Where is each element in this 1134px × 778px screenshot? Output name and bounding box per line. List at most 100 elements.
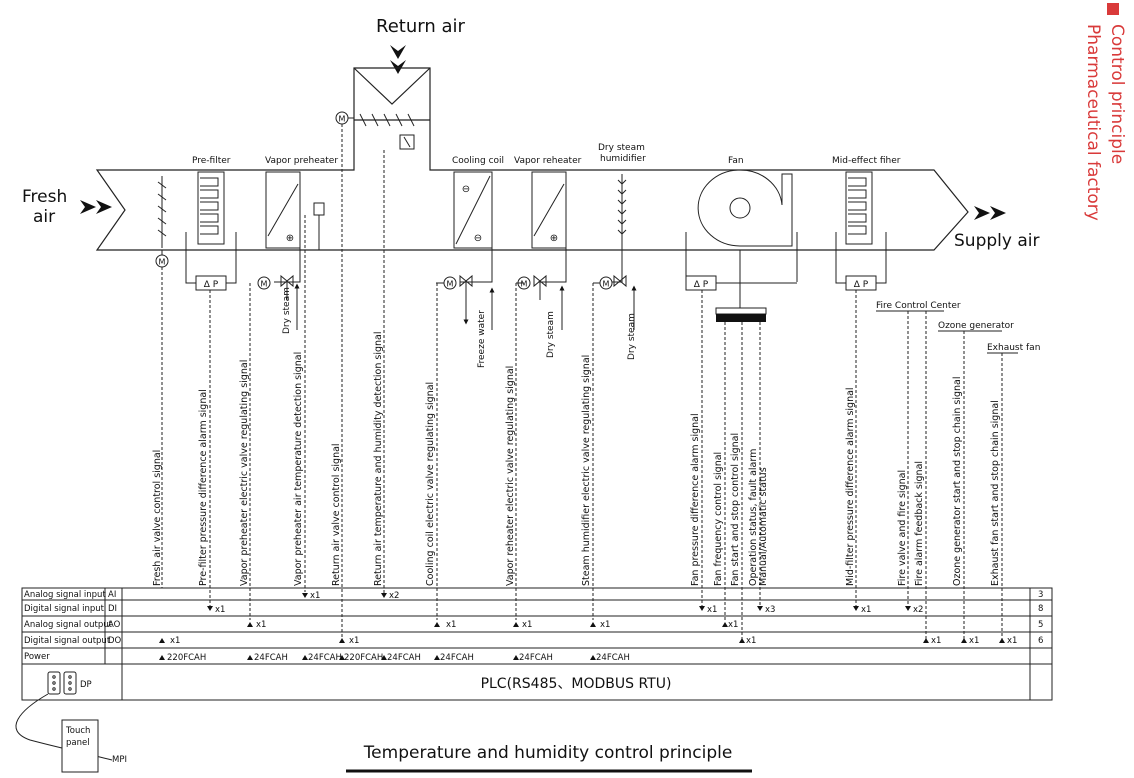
signal-label: Cooling coil electric valve regulating s… <box>425 382 436 586</box>
humidifier-label-1: Dry steam <box>598 143 645 153</box>
page-title: Temperature and humidity control princip… <box>363 743 733 763</box>
power-label: 220FCAH <box>344 653 383 663</box>
plus-symbol: ⊕ <box>550 233 558 244</box>
io-markers <box>159 593 1005 660</box>
dry-steam-pipe: Dry steam <box>282 287 292 334</box>
accent-square <box>1107 3 1119 15</box>
fan-controller <box>715 307 767 315</box>
signal-label: Fan pressure difference alarm signal <box>690 413 701 586</box>
power-labels: 220FCAH 24FCAH 24FCAH 220FCAH 24FCAH 24F… <box>167 653 630 663</box>
side-title: Control principle <box>1107 24 1127 164</box>
power-label: 220FCAH <box>167 653 206 663</box>
table-row-name: Digital signal input <box>24 604 105 614</box>
dp-label: Δ P <box>694 280 709 290</box>
dp-label: Δ P <box>204 280 219 290</box>
mid-effect-filter <box>835 171 887 284</box>
plc-label: PLC(RS485、MODBUS RTU) <box>481 676 672 692</box>
fresh-air-label-1: Fresh <box>22 187 67 207</box>
signal-labels: Fresh air valve control signal Pre-filte… <box>152 331 1001 586</box>
power-label: 24FCAH <box>519 653 553 663</box>
minus-symbol: ⊖ <box>474 233 482 244</box>
signal-label: Pre-filter pressure difference alarm sig… <box>198 389 209 586</box>
plus-symbol: ⊕ <box>286 233 294 244</box>
vapor-reheater-label: Vapor reheater <box>514 156 582 166</box>
count-do: x1 <box>746 636 756 646</box>
count-ao: x1 <box>256 620 266 630</box>
exhaust-label: Exhaust fan <box>987 343 1040 353</box>
table-row-code: DI <box>108 604 117 614</box>
table-row-code: DO <box>108 636 122 646</box>
cooling-coil-label: Cooling coil <box>452 156 504 166</box>
signal-label: Vapor preheater electric valve regulatin… <box>239 360 250 586</box>
minus-symbol: ⊖ <box>462 184 470 195</box>
vapor-preheater-label: Vapor preheater <box>265 156 338 166</box>
fan-label: Fan <box>728 156 744 166</box>
mid-effect-dp <box>845 275 877 291</box>
side-subtitle: Pharmaceutical factory <box>1083 24 1103 221</box>
dp-label: Δ P <box>854 280 869 290</box>
mpi-label: MPI <box>112 755 127 765</box>
table-row-total: 6 <box>1038 636 1043 646</box>
table-row-name: Digital signal output <box>24 636 111 646</box>
touch-panel-label-1: Touch <box>65 726 90 736</box>
return-air-arrow <box>390 45 406 74</box>
count-do: x1 <box>969 636 979 646</box>
count-do: x1 <box>349 636 359 646</box>
ozone-label: Ozone generator <box>938 321 1014 331</box>
valve-motor <box>257 276 271 290</box>
count-ao: x1 <box>446 620 456 630</box>
dry-steam-pipe: Dry steam <box>546 311 556 358</box>
signal-label: Steam humidifier electric valve regulati… <box>581 355 592 586</box>
io-table <box>21 587 1053 701</box>
fire-center-label: Fire Control Center <box>876 301 961 311</box>
fresh-air-arrow <box>80 200 112 214</box>
count-di: x2 <box>913 605 923 615</box>
signal-lines <box>161 124 1003 640</box>
fresh-air-label-2: air <box>33 207 55 227</box>
motor-label: M <box>159 258 166 267</box>
humidifier-nozzles <box>617 174 627 248</box>
table-row-total: 3 <box>1038 590 1043 600</box>
count-di: x1 <box>861 605 871 615</box>
valve-cooling <box>459 236 493 300</box>
count-ao: x1 <box>600 620 610 630</box>
return-air-damper <box>359 113 415 127</box>
ahu-casing <box>95 67 969 251</box>
air-temp-sensor <box>313 202 325 216</box>
dp-connector <box>47 671 77 695</box>
freeze-water-pipe: Freeze water <box>477 310 487 368</box>
power-label: 24FCAH <box>254 653 288 663</box>
signal-label: Return air valve control signal <box>331 443 342 586</box>
power-label: 24FCAH <box>308 653 342 663</box>
count-di: x1 <box>215 605 225 615</box>
count-do: x1 <box>1007 636 1017 646</box>
power-label: 24FCAH <box>596 653 630 663</box>
dp-label: DP <box>80 680 92 690</box>
count-do: x1 <box>931 636 941 646</box>
prefilter-label: Pre-filter <box>192 156 231 166</box>
mid-effect-label: Mid-effect fiher <box>832 156 901 166</box>
valve-reheater <box>533 236 567 300</box>
signal-label: Exhaust fan start and stop chain signal <box>990 400 1001 586</box>
signal-label: Return air temperature and humidity dete… <box>373 331 384 586</box>
power-label: 24FCAH <box>387 653 421 663</box>
signal-label: Fresh air valve control signal <box>152 450 163 586</box>
fresh-air-damper <box>157 176 167 255</box>
side-accent: Control principle Pharmaceutical factory <box>1083 3 1127 221</box>
temp-humidity-sensor <box>399 134 415 150</box>
motor-label: M <box>261 280 268 289</box>
signal-label: Ozone generator start and stop chain sig… <box>952 376 963 586</box>
table-row-labels: Analog signal input AI 3 Digital signal … <box>24 590 1043 662</box>
supply-air-label: Supply air <box>954 231 1039 251</box>
signal-label: Fan start and stop control signal <box>730 433 741 586</box>
touch-panel <box>61 719 99 773</box>
signal-label: Mid-filter pressure difference alarm sig… <box>845 387 856 586</box>
signal-label: Operation status, fault alarm <box>748 449 759 586</box>
signal-label: Fire alarm feedback signal <box>914 461 925 586</box>
table-row-name: Analog signal output <box>24 620 113 630</box>
supply-air-arrow <box>974 206 1006 220</box>
fan-block <box>685 169 798 308</box>
table-row-total: 8 <box>1038 604 1043 614</box>
dry-steam-pipe: Dry steam <box>627 313 637 360</box>
fan-controller-bar <box>716 314 766 322</box>
